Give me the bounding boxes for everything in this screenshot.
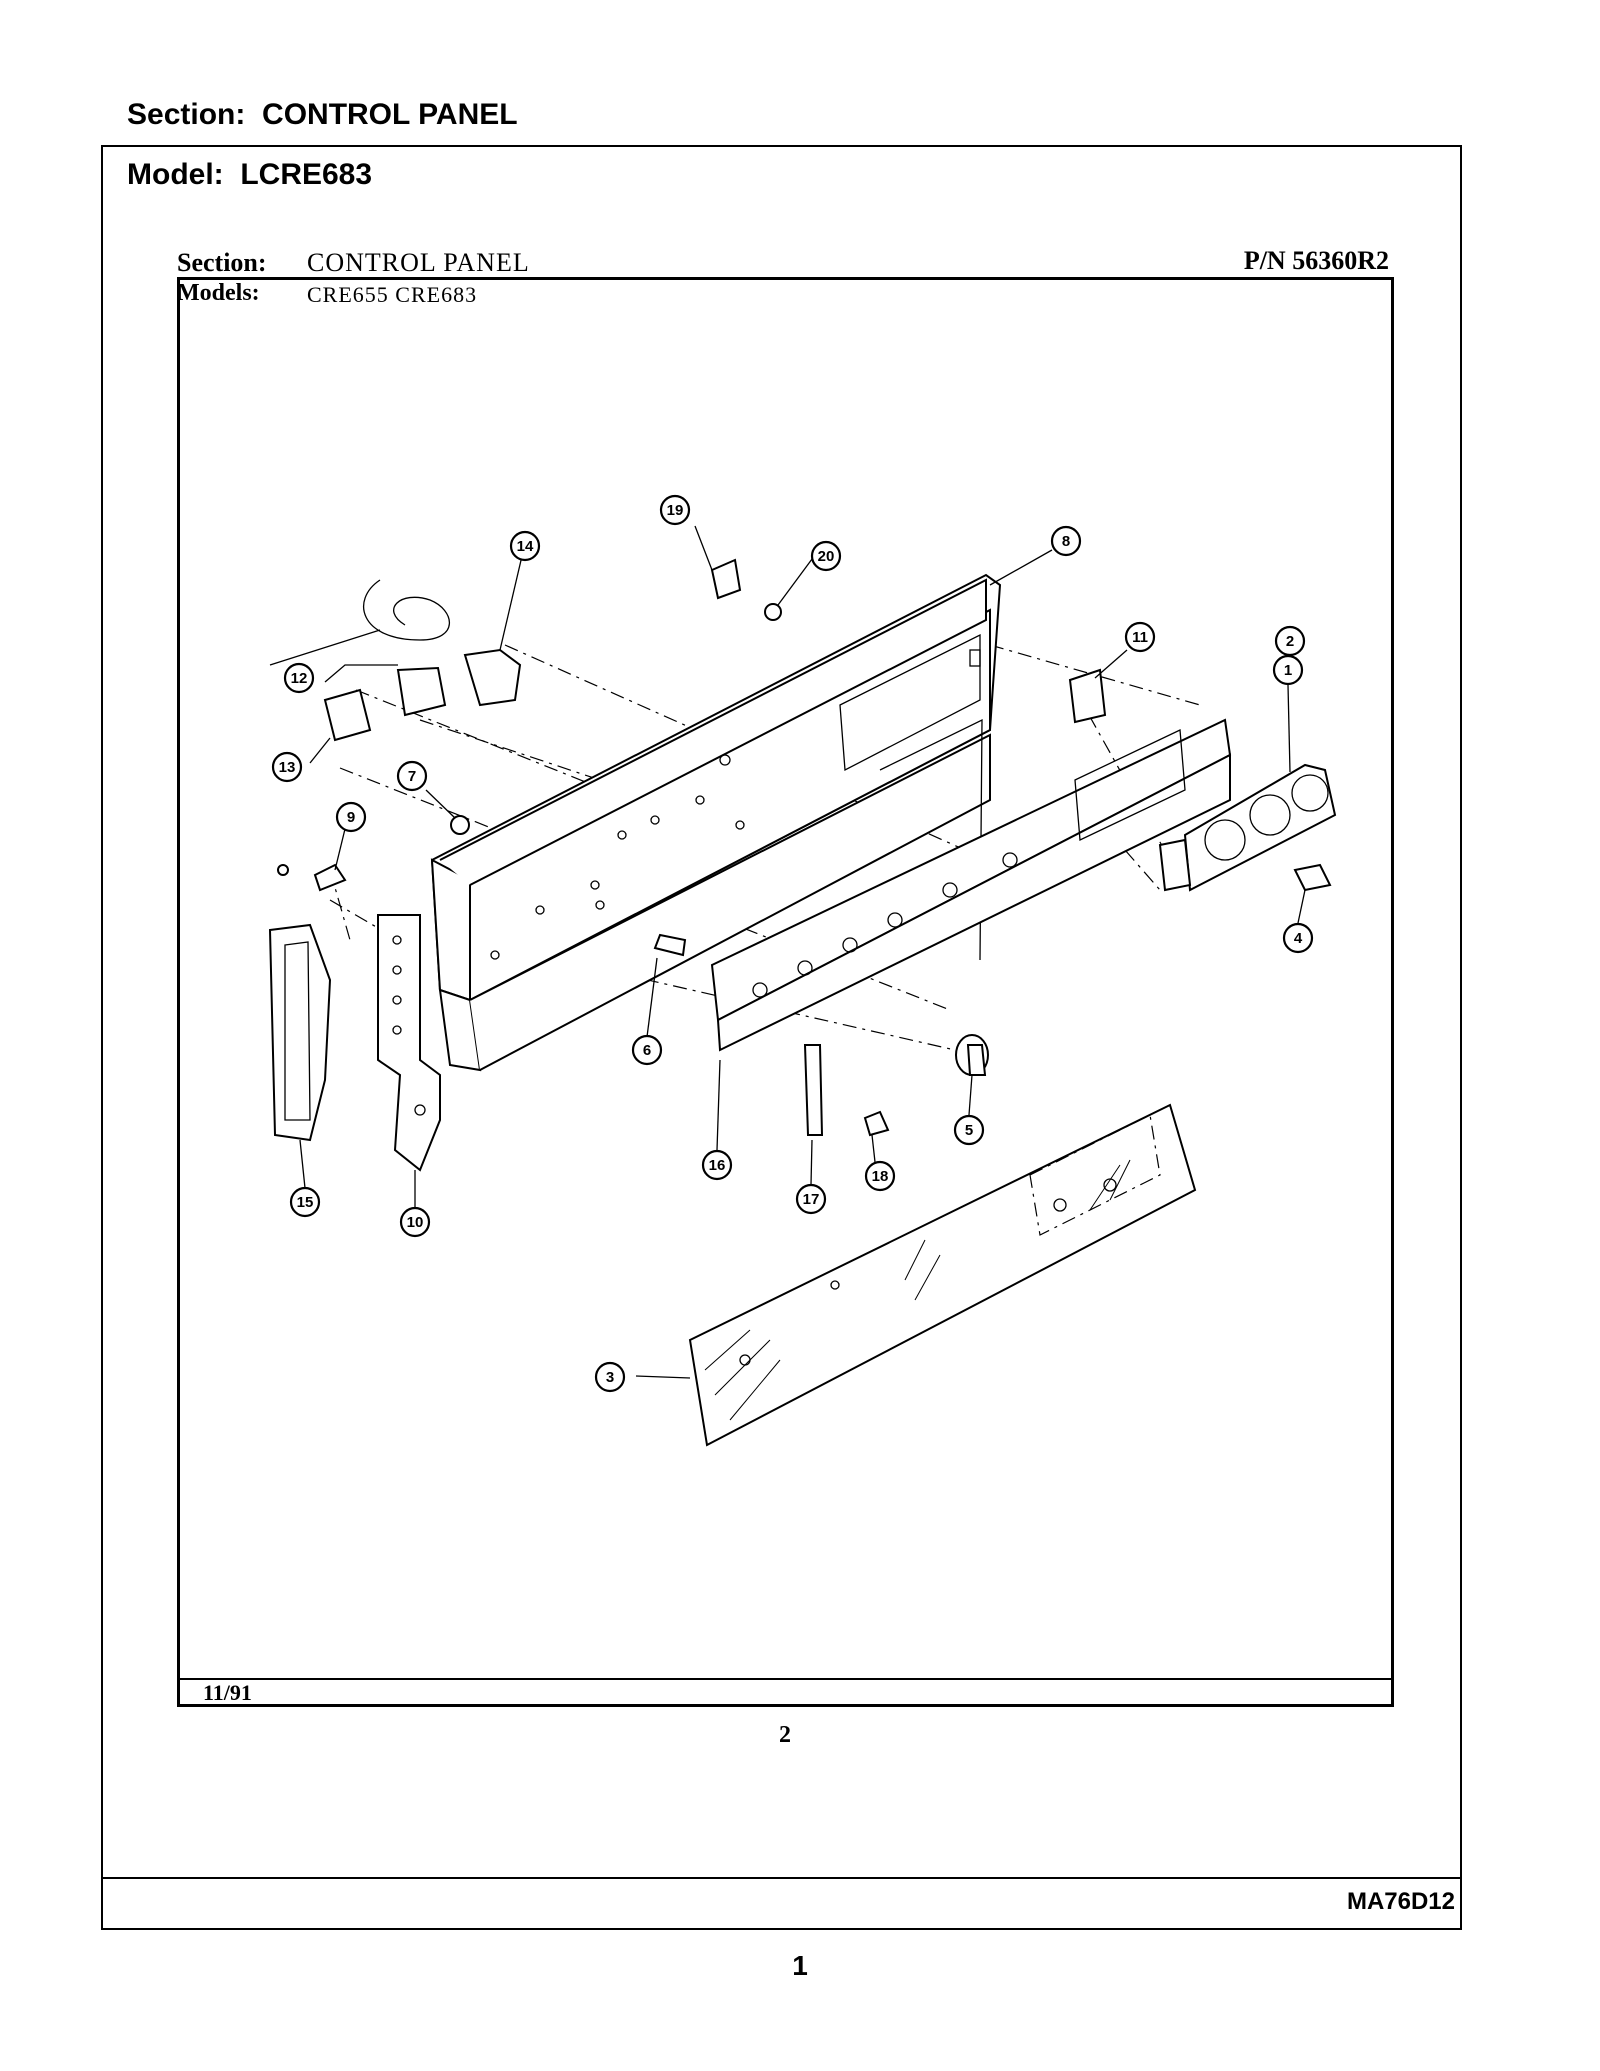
section-label: Section: bbox=[127, 98, 246, 131]
front-panel bbox=[710, 718, 1232, 1052]
footer-divider bbox=[101, 1877, 1462, 1879]
svg-text:5: 5 bbox=[965, 1122, 973, 1139]
svg-text:17: 17 bbox=[803, 1191, 820, 1208]
switches-thermostat bbox=[269, 579, 522, 742]
svg-text:10: 10 bbox=[407, 1214, 424, 1231]
part-number: P/N 56360R2 bbox=[1243, 246, 1389, 275]
callout-17: 17 bbox=[795, 1183, 827, 1215]
section-heading: Section: CONTROL PANEL bbox=[127, 98, 518, 132]
callout-5: 5 bbox=[953, 1114, 985, 1146]
callout-14: 14 bbox=[509, 530, 541, 562]
callout-3: 3 bbox=[594, 1361, 626, 1393]
svg-text:2: 2 bbox=[1286, 633, 1294, 650]
callout-10: 10 bbox=[399, 1206, 431, 1238]
page-number: 1 bbox=[792, 1950, 808, 1981]
svg-text:4: 4 bbox=[1294, 930, 1303, 947]
svg-text:20: 20 bbox=[818, 548, 835, 565]
inner-models-value: CRE655 CRE683 bbox=[307, 282, 478, 307]
svg-text:7: 7 bbox=[408, 768, 416, 785]
diagram-frame bbox=[177, 277, 1394, 1707]
svg-text:9: 9 bbox=[347, 809, 355, 826]
diagram-footer-rule bbox=[177, 1678, 1394, 1680]
inner-page-number: 2 bbox=[779, 1722, 791, 1748]
svg-text:15: 15 bbox=[297, 1194, 314, 1211]
svg-text:16: 16 bbox=[709, 1157, 726, 1174]
callout-16: 16 bbox=[701, 1149, 733, 1181]
callout-13: 13 bbox=[271, 751, 303, 783]
callout-18: 18 bbox=[864, 1160, 896, 1192]
callout-19: 19 bbox=[659, 494, 691, 526]
leader-lines bbox=[299, 525, 1306, 1379]
revision-date: 11/91 bbox=[203, 1680, 252, 1705]
callout-9: 9 bbox=[335, 801, 367, 833]
svg-text:8: 8 bbox=[1062, 533, 1070, 550]
svg-text:12: 12 bbox=[291, 670, 308, 687]
svg-text:3: 3 bbox=[606, 1369, 614, 1386]
page-frame bbox=[101, 145, 1462, 1930]
model-label: Model: bbox=[127, 158, 224, 191]
inner-section-label: Section: bbox=[177, 248, 267, 277]
inner-models-label: Models: bbox=[177, 280, 260, 306]
callout-15: 15 bbox=[289, 1186, 321, 1218]
control-housing bbox=[430, 573, 1002, 1072]
model-value: LCRE683 bbox=[240, 158, 373, 191]
callout-8: 8 bbox=[1050, 525, 1082, 557]
svg-text:6: 6 bbox=[643, 1042, 651, 1059]
svg-text:1: 1 bbox=[1284, 662, 1292, 679]
side-bracket bbox=[377, 914, 441, 1172]
model-heading: Model: LCRE683 bbox=[127, 158, 372, 192]
form-code: MA76D12 bbox=[1346, 1888, 1455, 1915]
callout-1: 1 bbox=[1272, 654, 1304, 686]
svg-text:11: 11 bbox=[1132, 629, 1148, 646]
svg-text:13: 13 bbox=[279, 759, 296, 776]
callout-6: 6 bbox=[631, 1034, 663, 1066]
section-value: CONTROL PANEL bbox=[262, 98, 518, 131]
svg-text:18: 18 bbox=[872, 1168, 889, 1185]
callout-20: 20 bbox=[810, 540, 842, 572]
callout-7: 7 bbox=[396, 760, 428, 792]
callout-11: 11 bbox=[1124, 621, 1156, 653]
svg-text:19: 19 bbox=[667, 502, 684, 519]
inner-section-value: CONTROL PANEL bbox=[307, 248, 530, 277]
knob-bezel bbox=[1158, 763, 1337, 892]
callout-12: 12 bbox=[283, 662, 315, 694]
callout-4: 4 bbox=[1282, 922, 1314, 954]
callout-2: 2 bbox=[1274, 625, 1306, 657]
end-trim bbox=[268, 923, 332, 1142]
glass-overlay bbox=[688, 1103, 1197, 1447]
svg-text:14: 14 bbox=[517, 538, 534, 555]
small-parts bbox=[277, 558, 1332, 1137]
